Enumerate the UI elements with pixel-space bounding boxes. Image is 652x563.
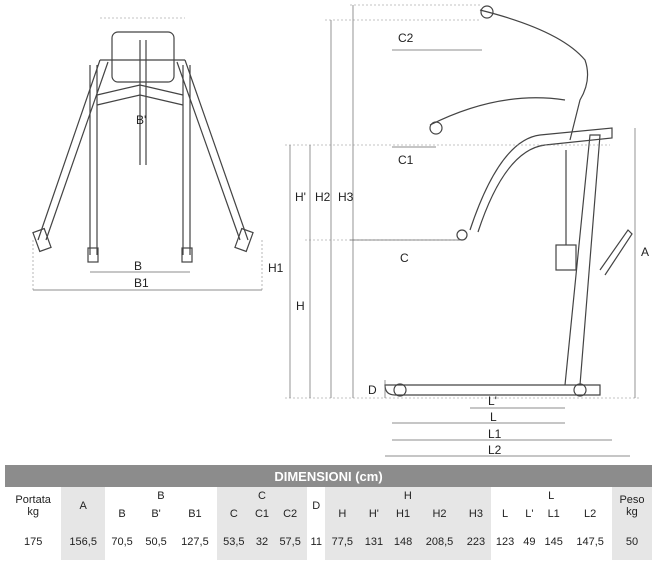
table-title: DIMENSIONI (cm) xyxy=(5,465,652,487)
label-l: L xyxy=(490,410,497,424)
subheader: H2 xyxy=(417,504,462,524)
label-b: B xyxy=(134,259,142,273)
label-b-prime: B' xyxy=(136,113,146,127)
label-h-prime: H' xyxy=(295,190,306,204)
header-a: A xyxy=(61,487,106,524)
label-a: A xyxy=(641,245,649,259)
value-b: 70,5 xyxy=(111,536,133,548)
dimension-lines xyxy=(285,4,640,457)
subheader: B xyxy=(118,508,126,520)
label-b1: B1 xyxy=(134,276,149,290)
portata-unit: kg xyxy=(27,505,39,518)
subheader: H' xyxy=(359,504,389,524)
value-b1: 127,5 xyxy=(181,536,209,548)
value-h3: 223 xyxy=(461,524,491,560)
subheader: H3 xyxy=(461,504,491,524)
header-group-h: H xyxy=(325,487,491,504)
label-h: H xyxy=(296,299,305,313)
label-h2: H2 xyxy=(315,190,331,204)
subheader: L2 xyxy=(584,508,597,520)
front-view-drawing xyxy=(32,17,263,291)
value-h: 77,5 xyxy=(325,524,360,560)
label-l-prime: L' xyxy=(488,394,497,408)
label-l1: L1 xyxy=(488,427,502,441)
subheader: C xyxy=(216,504,251,524)
subheader: L1 xyxy=(547,508,560,520)
label-c1: C1 xyxy=(398,153,414,167)
subheader: B1 xyxy=(188,508,202,520)
label-c2: C2 xyxy=(398,31,414,45)
label-c: C xyxy=(400,251,409,265)
label-d: D xyxy=(368,383,377,397)
subheader: L' xyxy=(525,508,534,520)
subheader: C1 xyxy=(250,504,274,524)
value-l1: 145 xyxy=(544,536,563,548)
value-c2: 57,5 xyxy=(273,524,308,560)
label-h3: H3 xyxy=(338,190,354,204)
value-h-prime: 131 xyxy=(359,524,389,560)
value-c1: 32 xyxy=(250,524,274,560)
value-h2: 208,5 xyxy=(417,524,462,560)
value-portata: 175 xyxy=(23,536,43,548)
value-l-prime: 49 xyxy=(523,536,536,548)
value-d: 11 xyxy=(310,536,322,548)
label-l2: L2 xyxy=(488,443,502,457)
header-group-l: L xyxy=(548,489,555,502)
peso-label: Peso xyxy=(619,493,645,506)
peso-unit: kg xyxy=(626,505,638,518)
header-group-c: C xyxy=(216,487,308,504)
technical-drawing: B' B B1 H1 H' H H2 H3 C2 C1 C D L' L L1 … xyxy=(32,4,649,457)
value-l: 123 xyxy=(495,536,515,548)
subheader: H xyxy=(325,504,360,524)
table-row: 175 156,5 70,5 50,5 127,5 53,5 32 57,5 1… xyxy=(5,524,652,560)
header-group-b: B xyxy=(157,489,165,502)
label-h1: H1 xyxy=(268,261,284,275)
subheader: L xyxy=(502,508,509,520)
header-d: D xyxy=(312,499,321,512)
subheader: H1 xyxy=(388,504,418,524)
side-view-drawing xyxy=(384,5,633,397)
subheader: C2 xyxy=(273,504,308,524)
value-peso: 50 xyxy=(611,524,652,560)
value-b-prime: 50,5 xyxy=(145,536,167,548)
value-c: 53,5 xyxy=(216,524,251,560)
value-a: 156,5 xyxy=(61,524,106,560)
value-h1: 148 xyxy=(388,524,418,560)
portata-label: Portata xyxy=(15,493,51,506)
value-l2: 147,5 xyxy=(576,536,604,548)
subheader: B' xyxy=(151,508,161,520)
